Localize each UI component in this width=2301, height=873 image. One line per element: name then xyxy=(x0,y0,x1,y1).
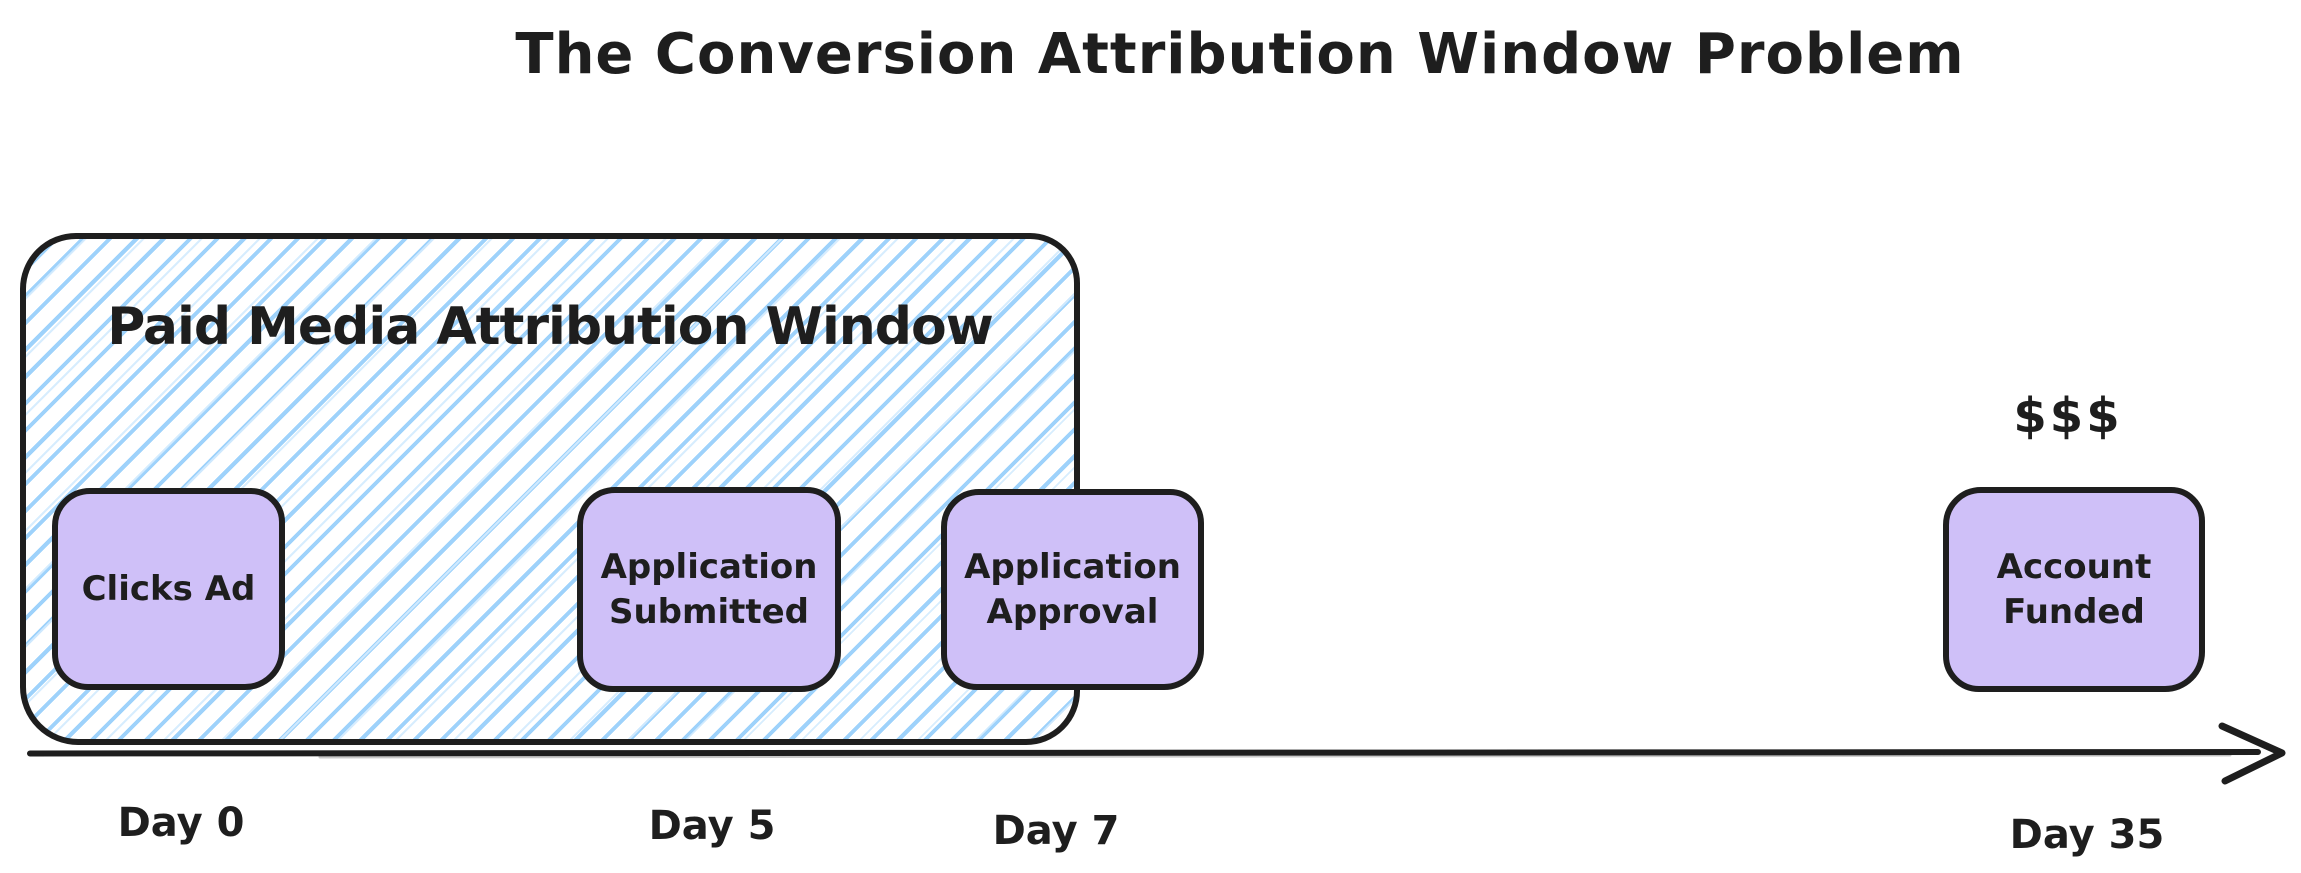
day-label-5: Day 5 xyxy=(648,803,776,849)
money-annotation: $$$ xyxy=(2013,388,2123,444)
day-label-0: Day 0 xyxy=(117,800,245,846)
event-box-clicks-ad: Clicks Ad xyxy=(52,488,285,690)
event-label-application-approval: Application Approval xyxy=(964,547,1181,632)
timeline-arrowhead xyxy=(2218,722,2286,785)
event-box-application-approval: Application Approval xyxy=(941,489,1204,690)
timeline-shaft xyxy=(27,749,2261,757)
day-label-35: Day 35 xyxy=(2009,812,2165,858)
timeline-shaft-shadow xyxy=(318,753,2232,759)
event-box-account-funded: Account Funded xyxy=(1943,487,2205,692)
diagram-title: The Conversion Attribution Window Proble… xyxy=(515,22,1965,87)
event-label-application-submitted: Application Submitted xyxy=(600,547,818,632)
event-label-account-funded: Account Funded xyxy=(1996,547,2152,632)
event-label-clicks-ad: Clicks Ad xyxy=(81,568,256,609)
day-label-7: Day 7 xyxy=(992,808,1120,854)
event-box-application-submitted: Application Submitted xyxy=(577,487,841,692)
attribution-window-label: Paid Media Attribution Window xyxy=(107,297,994,357)
timeline-arrow xyxy=(27,722,2286,785)
